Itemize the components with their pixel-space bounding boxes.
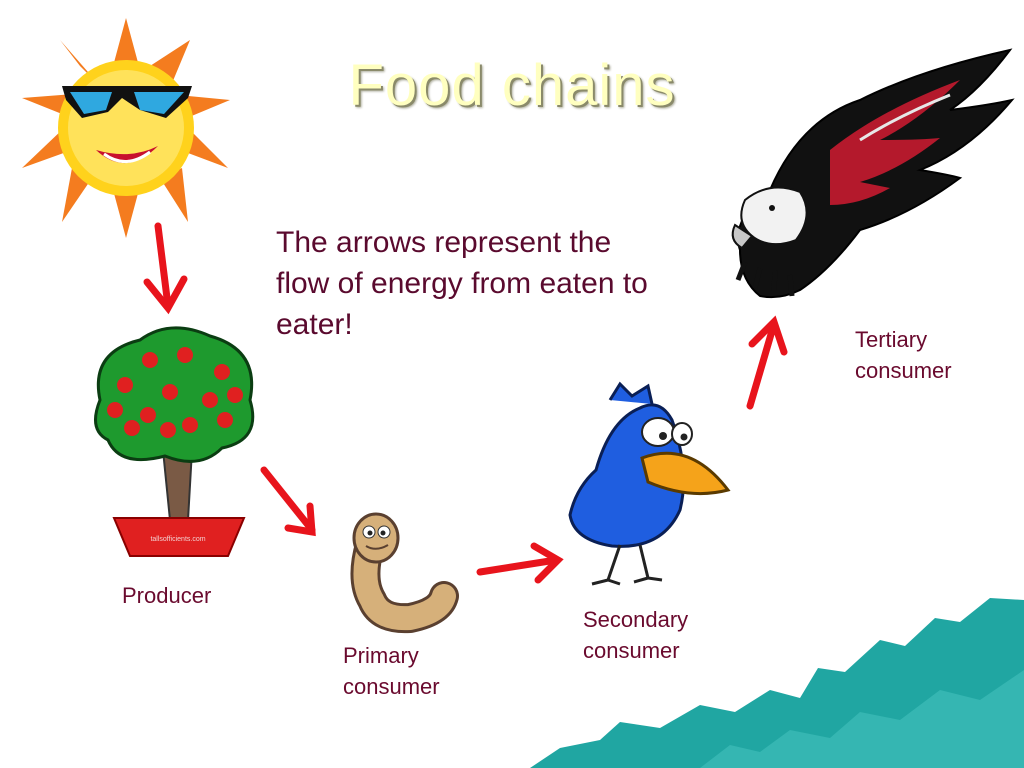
arrow-sun-to-tree [143,222,188,315]
sun-with-sunglasses-icon [22,18,230,238]
label-producer: Producer [122,583,212,608]
arrow-bird-to-eagle [746,315,788,410]
flower-pot [112,517,246,557]
label-secondary-consumer: Secondary consumer [583,607,689,663]
arrow-tree-to-worm [260,466,316,537]
pot-label: tallsofficients.com [150,536,205,543]
apple-tree-icon: tallsofficients.com [94,326,255,557]
label-tertiary-consumer: Tertiary consumer [855,327,952,383]
bird-icon [568,381,731,586]
arrow-worm-to-bird [476,542,564,584]
slide-title: Food chains [348,53,676,118]
caption-text: The arrows represent the flow of energy … [276,226,648,341]
label-primary-consumer: Primary consumer [343,643,440,699]
eagle-icon [731,48,1015,299]
worm-icon [350,512,459,634]
